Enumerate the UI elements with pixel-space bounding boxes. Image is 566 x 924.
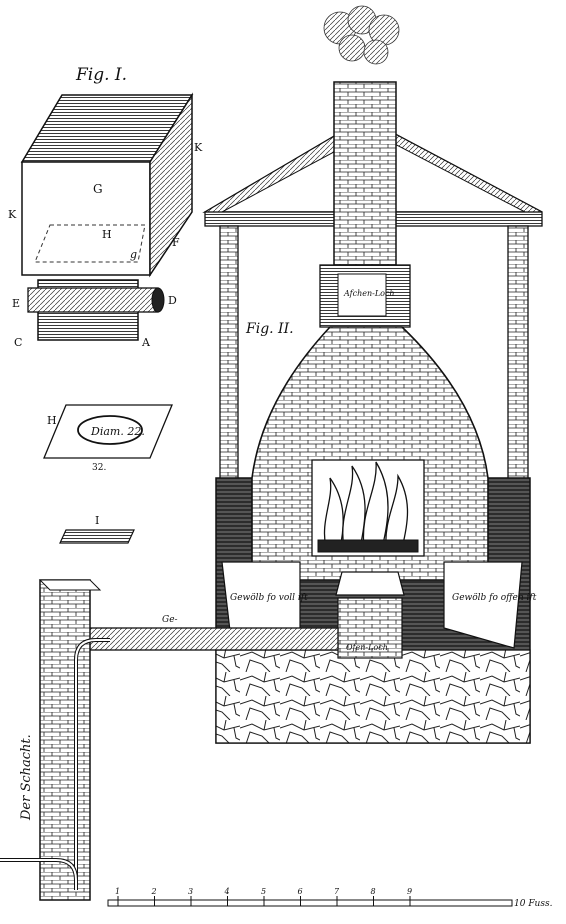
foundation xyxy=(215,649,531,744)
fig1-label-g: G xyxy=(93,182,103,196)
scale-bar: 1 2 3 4 5 6 7 8 9 10 Fuss. xyxy=(107,887,553,909)
shaft-pipe-inner xyxy=(75,639,110,890)
vault-right xyxy=(443,561,523,649)
fig1-inner-opening xyxy=(34,224,146,263)
plate-h-group: Diam. 22. H 32. xyxy=(43,404,173,473)
shaft-label: Der Schacht. xyxy=(19,734,34,821)
scale-tick-label: 4 xyxy=(224,887,230,896)
plate-h-opening xyxy=(77,415,143,445)
fig2-label-ash: Afchen-Loch xyxy=(343,289,395,298)
fig1-label-g-small: g xyxy=(130,248,137,261)
fig2-label-left: Gewölb fo voll ift xyxy=(230,593,308,603)
scale-tick-label: 3 xyxy=(188,887,193,896)
shaft xyxy=(39,579,91,901)
fig1-label-k-left: K xyxy=(8,208,17,221)
plate-i-letter: I xyxy=(95,514,99,527)
fig1-label-f: F xyxy=(172,236,180,249)
fig1-box-side xyxy=(149,92,193,278)
plate-h-letter: H xyxy=(47,414,57,427)
shaft-outlet-inner xyxy=(0,859,77,881)
scale-tick-label: 7 xyxy=(334,887,340,896)
fig1-label-a: A xyxy=(141,336,151,349)
shaft-group: Der Schacht. xyxy=(0,579,110,901)
scale-bar-rule xyxy=(107,899,513,907)
flue-label: Ge- xyxy=(162,615,178,625)
fig1-label-c: C xyxy=(14,336,22,349)
ash-pit-lid xyxy=(335,571,405,596)
damper-opening xyxy=(337,273,387,317)
plate-i xyxy=(59,529,135,544)
grate xyxy=(317,539,419,553)
shaft-top xyxy=(38,579,102,591)
plate-i-group: I xyxy=(59,514,135,544)
scale-tick-label: 9 xyxy=(407,887,412,896)
flames xyxy=(323,461,409,549)
fig1-pipe xyxy=(27,287,159,313)
wall-right xyxy=(507,225,529,487)
scale-ticks: 1 2 3 4 5 6 7 8 9 xyxy=(115,887,412,906)
plate-h-diameter: Diam. 22. xyxy=(90,425,145,438)
scale-tick-label: 1 xyxy=(115,887,120,896)
scale-tick-label: 5 xyxy=(261,887,266,896)
scale-tick-label: 8 xyxy=(371,887,376,896)
fig1-label-h-inner: H xyxy=(102,228,112,241)
fig2-label-hearth: Ofen-Loch xyxy=(346,643,388,652)
wall-left xyxy=(219,225,239,487)
flue-pipe xyxy=(87,627,339,651)
fig1-group: Fig. I. G K K H g F E D C A xyxy=(8,65,203,349)
scale-tick-label: 6 xyxy=(298,887,303,896)
fig1-label-k-right: K xyxy=(194,141,203,154)
scale-tick-label: 2 xyxy=(151,887,157,896)
fig1-label-d: D xyxy=(168,294,177,307)
plate-h-dimension: 32. xyxy=(92,463,106,473)
fig1-label-e: E xyxy=(12,297,20,310)
chimney xyxy=(333,81,397,268)
fig1-title: Fig. I. xyxy=(75,65,127,85)
fig2-label-right: Gewölb fo offen ift xyxy=(452,593,537,603)
smoke-cloud xyxy=(323,5,400,65)
ash-pit xyxy=(337,597,403,659)
fig2-group: Fig. II. Gewölb fo voll ift Gewölb fo of… xyxy=(202,5,543,744)
fig2-title: Fig. II. xyxy=(245,321,294,337)
fig1-pipe-end xyxy=(151,287,165,313)
scale-end-label: 10 Fuss. xyxy=(514,899,553,909)
